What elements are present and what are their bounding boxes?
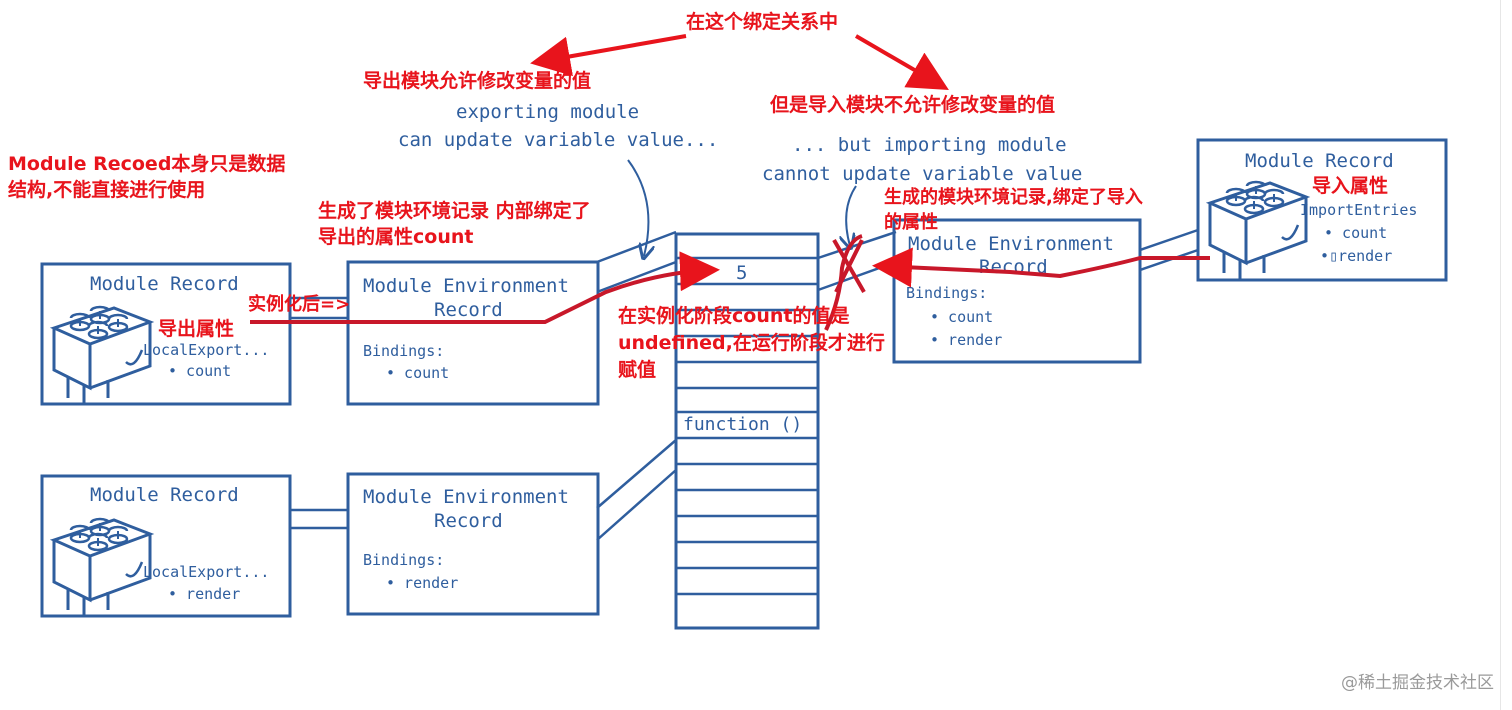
binding-count: • count <box>386 364 449 382</box>
memory-slot-value: 5 <box>736 262 747 284</box>
watermark: @稀土掘金技术社区 <box>1341 673 1494 693</box>
arrow-to-export-note <box>530 34 687 77</box>
bindings-label: Bindings: <box>363 551 444 569</box>
export-entry-count: • count <box>168 362 231 380</box>
note-export-can-modify: 导出模块允许修改变量的值 <box>363 69 591 92</box>
module-env-record-count: Module Environment Record Bindings: • co… <box>346 260 600 406</box>
note-import-cannot-modify: 但是导入模块不允许修改变量的值 <box>770 93 1055 116</box>
memory-slot-function: function () <box>683 414 802 435</box>
bindings-label: Bindings: <box>906 284 987 302</box>
caption-export-pointer <box>627 159 648 256</box>
note-module-record-desc-line1: Module Recoed本身只是数据 <box>8 152 285 175</box>
binding-arrows <box>250 34 1210 331</box>
module-env-title-line2: Record <box>434 299 503 321</box>
bindings-label: Bindings: <box>363 342 444 360</box>
module-record-title: Module Record <box>1245 150 1394 172</box>
memory-column: 5 function () <box>674 232 820 630</box>
annotations: 在这个绑定关系中 导出模块允许修改变量的值 但是导入模块不允许修改变量的值 Mo… <box>8 10 1388 381</box>
note-generated-import-env-line1: 生成的模块环境记录,绑定了导入 <box>884 186 1143 208</box>
caption-exporting-line1: exporting module <box>456 101 639 123</box>
local-export-label: LocalExport... <box>143 563 269 581</box>
caption-exporting-line2: can update variable value... <box>398 129 718 151</box>
import-entry-render: •▯render <box>1320 247 1392 265</box>
module-env-title-line2: Record <box>434 510 503 532</box>
import-entry-count: • count <box>1324 224 1387 242</box>
note-undefined-line2: undefined,在运行阶段才进行 <box>618 331 885 354</box>
caption-importing-line2: cannot update variable value <box>762 163 1082 185</box>
binding-render: • render <box>386 574 458 592</box>
note-export-property: 导出属性 <box>158 317 234 340</box>
note-undefined-line1: 在实例化阶段count的值是 <box>618 304 849 327</box>
note-binding-relation: 在这个绑定关系中 <box>686 10 838 33</box>
module-env-title-line1: Module Environment <box>363 275 569 297</box>
note-undefined-line3: 赋值 <box>618 358 656 381</box>
no-update-cross-icon <box>832 239 866 293</box>
export-binding-arrow <box>250 251 720 324</box>
note-after-instantiation: 实例化后=> <box>248 293 350 315</box>
binding-count: • count <box>930 308 993 326</box>
module-record-title: Module Record <box>90 484 239 506</box>
module-record-count: Module Record LocalExport... • count <box>40 262 292 406</box>
note-generated-import-env-line2: 的属性 <box>884 211 938 233</box>
binding-render: • render <box>930 331 1002 349</box>
import-binding-arrow <box>872 247 1210 288</box>
module-record-import: Module Record ImportEntries • count •▯re… <box>1196 138 1448 282</box>
caption-importing-line1: ... but importing module <box>792 134 1067 156</box>
module-record-title: Module Record <box>90 273 239 295</box>
undefined-note-pointer <box>824 234 863 331</box>
module-env-record-import: Module Environment Record Bindings: • co… <box>892 218 1142 364</box>
caption-import-pointer <box>846 185 857 246</box>
module-env-title-line1: Module Environment <box>908 233 1114 255</box>
import-entries-label: ImportEntries <box>1300 201 1417 219</box>
page-divider <box>1500 0 1501 710</box>
arrow-to-import-note <box>854 34 949 91</box>
note-module-record-desc-line2: 结构,不能直接进行使用 <box>8 178 205 201</box>
note-generated-env-line2: 导出的属性count <box>318 225 473 248</box>
module-record-render: Module Record LocalExport... • render <box>40 474 292 618</box>
note-generated-env-line1: 生成了模块环境记录 内部绑定了 <box>318 199 591 222</box>
local-export-label: LocalExport... <box>143 341 269 359</box>
module-env-record-render: Module Environment Record Bindings: • re… <box>346 472 600 616</box>
module-env-title-line1: Module Environment <box>363 486 569 508</box>
handwritten-captions: exporting module can update variable val… <box>398 101 1082 256</box>
export-entry-render: • render <box>168 585 240 603</box>
note-import-property: 导入属性 <box>1312 174 1388 197</box>
